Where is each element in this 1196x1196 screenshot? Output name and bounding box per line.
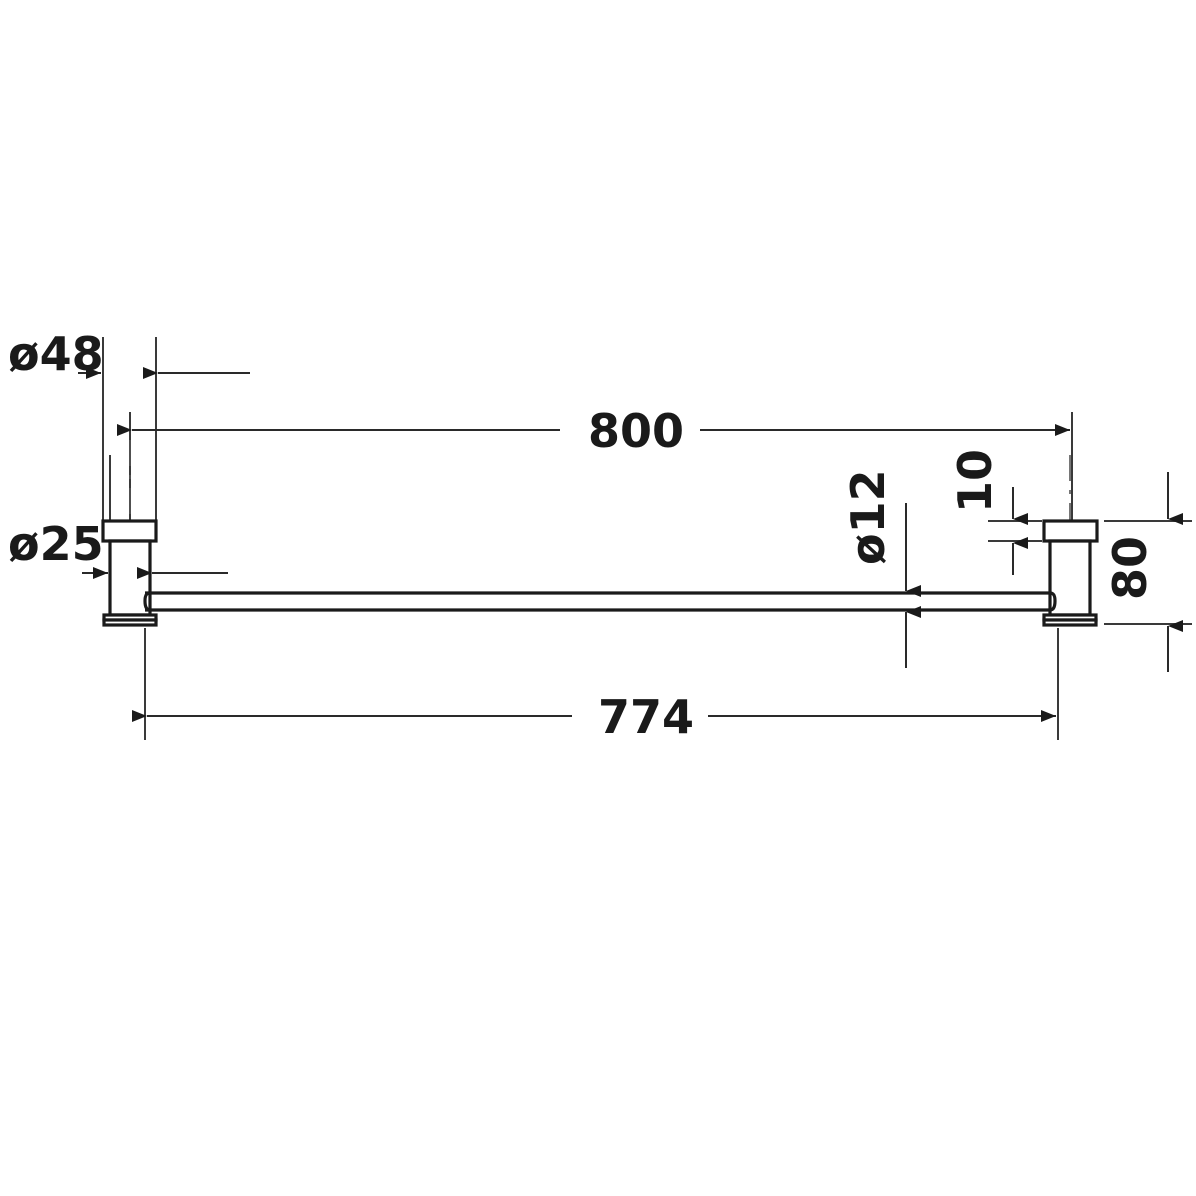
extension-lines-group bbox=[102, 337, 1192, 740]
right-post-rail-fillet bbox=[1049, 591, 1057, 612]
dimension-flange-diameter: ø48 bbox=[8, 327, 250, 381]
left-post-wall-flange bbox=[101, 519, 158, 543]
dim-label-bar-length: 774 bbox=[598, 690, 694, 744]
dim-label-rod-diameter: ø12 bbox=[841, 469, 895, 565]
dim-label-projection-depth: 80 bbox=[1103, 536, 1157, 600]
dimension-bar-length: 774 bbox=[132, 690, 1056, 744]
dimension-post-diameter: ø25 bbox=[8, 517, 228, 579]
dimension-flange-thickness: 10 bbox=[948, 449, 1028, 575]
dim-label-post-diameter: ø25 bbox=[8, 517, 104, 571]
right-mounting-post bbox=[1042, 519, 1099, 627]
left-post-base-ring-lower bbox=[102, 618, 158, 627]
horizontal-rail-bar bbox=[145, 591, 1058, 612]
center-lines-group bbox=[129, 440, 1071, 575]
dimension-rod-diameter: ø12 bbox=[841, 469, 921, 668]
dim-label-overall-length: 800 bbox=[588, 404, 684, 458]
right-post-base-ring-lower bbox=[1042, 618, 1098, 627]
dim-label-flange-thickness: 10 bbox=[948, 449, 1002, 513]
dim-label-flange-diameter: ø48 bbox=[8, 327, 104, 381]
dimension-overall-length: 800 bbox=[117, 404, 1070, 458]
right-post-wall-flange bbox=[1042, 519, 1099, 543]
dimension-projection-depth: 80 bbox=[1103, 472, 1183, 672]
